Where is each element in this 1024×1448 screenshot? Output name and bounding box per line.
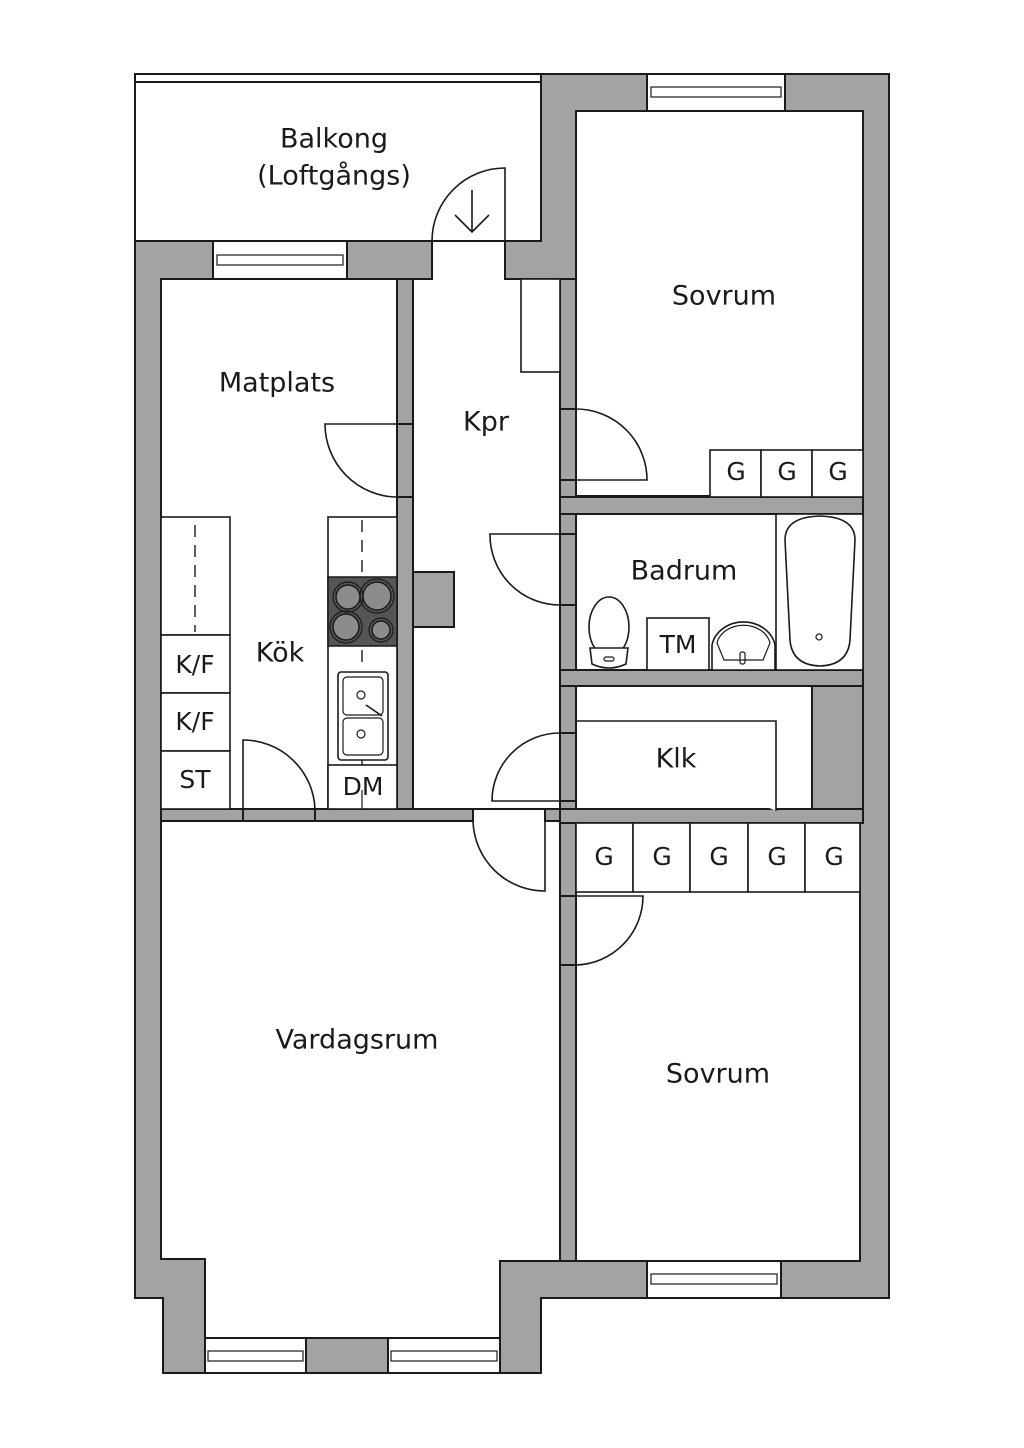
wardrobe-label: G [709,842,728,871]
window [204,1337,307,1374]
wardrobes-bottom: G G G G G [575,822,861,893]
door-dining[interactable] [324,423,398,498]
entrance-door[interactable] [431,167,506,242]
closet-shelf [576,720,777,811]
wardrobe-label: G [824,842,843,871]
kitchen-left-counter: K/F K/F ST [160,516,231,810]
label-closet: Klk [656,744,697,775]
stove-hob-icon [327,576,398,647]
fridge-freezer [160,634,231,694]
label-dining: Matplats [219,368,335,399]
hall-cabinet [520,278,561,373]
room-labels: Balkong (Loftgångs) Sovrum Matplats Kpr … [219,124,776,1090]
wardrobes-top: G G G [709,449,864,498]
wardrobe-label: G [828,457,847,486]
label-living: Vardagsrum [276,1025,439,1056]
wardrobe [575,822,634,893]
door-closet[interactable] [491,732,561,802]
washing-machine-label: TM [659,630,697,659]
washbasin-icon [711,621,776,671]
wardrobe-label: G [726,457,745,486]
label-balcony-sub: (Loftgångs) [257,161,411,192]
wardrobe-label: G [652,842,671,871]
wardrobe [747,822,806,893]
storage-cabinet [160,750,231,810]
chimney [412,571,455,628]
label-balcony: Balkong [280,124,388,155]
label-kitchen: Kök [256,638,305,669]
wardrobe [760,449,813,498]
storage-label: ST [179,765,211,794]
window [646,1260,782,1299]
fridge-freezer-label: K/F [175,650,214,679]
washing-machine [646,617,710,671]
door-living[interactable] [472,820,546,892]
fridge-freezer-label: K/F [175,707,214,736]
interior-walls [160,278,864,1262]
label-bathroom: Badrum [631,556,738,587]
toilet-icon [588,596,630,669]
doors [242,167,648,966]
wardrobe [632,822,691,893]
wardrobe-label: G [594,842,613,871]
windows [204,73,786,1374]
window [387,1337,501,1374]
label-hall: Kpr [463,407,510,438]
balcony-railing [134,73,542,83]
wardrobe-label: G [767,842,786,871]
door-bedroom-top[interactable] [575,408,648,481]
arrow-down-icon [454,190,490,234]
window [646,73,786,112]
kitchen-right-counter: DM [327,516,398,810]
sink-icon [337,671,389,761]
label-bedroom-top: Sovrum [672,281,776,312]
door-bathroom[interactable] [489,533,561,606]
room-living [160,808,561,1339]
wardrobe-label: G [777,457,796,486]
dishwasher-label: DM [343,772,384,801]
window [212,240,348,280]
label-bedroom-bottom: Sovrum [666,1059,770,1090]
bathroom-fixtures: TM [588,513,864,671]
balcony [134,81,542,242]
wardrobe [804,822,861,893]
wardrobe [811,449,864,498]
door-kitchen-living[interactable] [242,739,316,810]
bathtub-icon [784,515,856,667]
door-bedroom-bottom[interactable] [575,895,644,966]
